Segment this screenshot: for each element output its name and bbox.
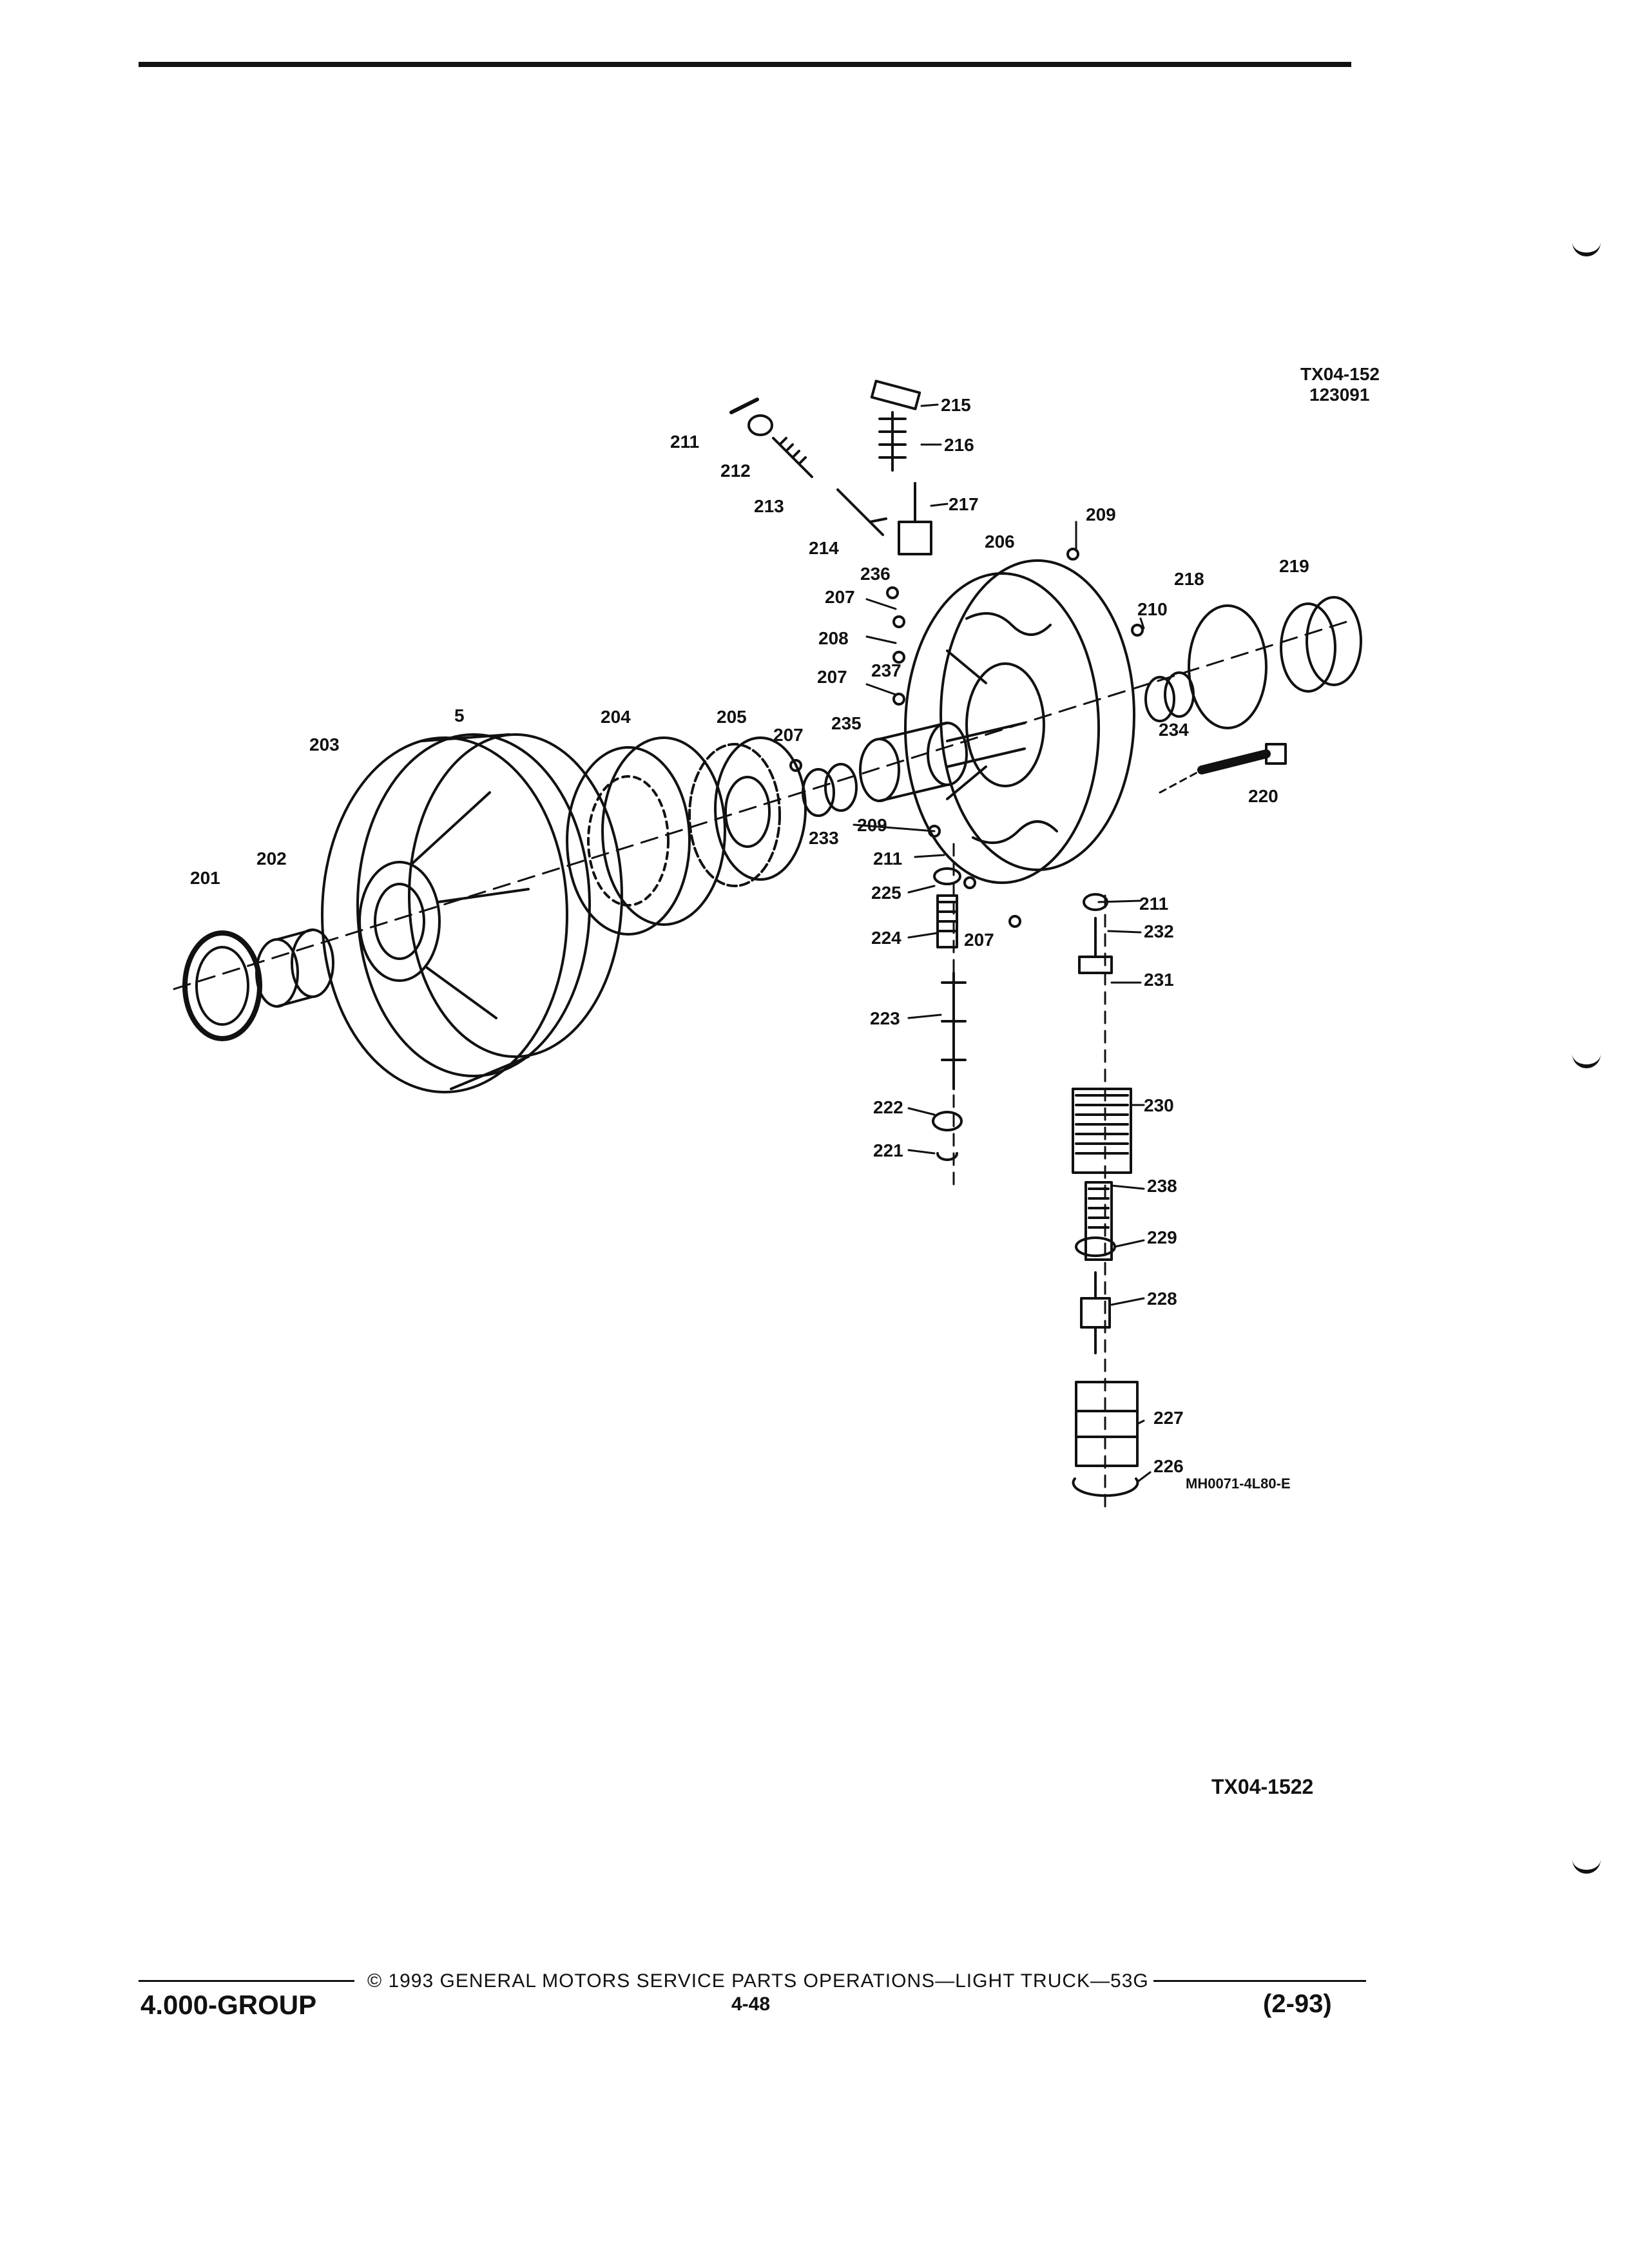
callout-229: 229 [1147,1227,1177,1247]
callout-209b: 209 [857,815,887,835]
callout-230: 230 [1144,1095,1174,1115]
part-205-inner-gear [688,736,807,887]
footer-group: 4.000-GROUP [140,1990,317,2020]
part-code: MH0071-4L80-E [1186,1475,1291,1492]
callout-214: 214 [809,538,839,558]
callout-207d: 207 [964,930,994,950]
callout-215: 215 [941,395,971,415]
callout-206: 206 [985,532,1015,552]
callout-202: 202 [256,849,287,869]
callout-234: 234 [1159,720,1189,740]
callout-211c: 211 [1139,894,1168,914]
part-201-seal [182,930,262,1041]
footer-page-number: 4-48 [731,1994,771,2015]
part-203-pump-body [321,733,623,1093]
callout-207c: 207 [773,725,804,745]
binder-mark-middle [1572,1050,1601,1068]
part-204-outer-gear [566,736,726,936]
callout-207a: 207 [825,587,855,607]
part-218-washer [1188,604,1268,729]
callout-237: 237 [871,660,901,680]
callout-207b: 207 [817,667,847,687]
callout-232: 232 [1144,921,1174,941]
callout-210: 210 [1137,599,1168,619]
callout-203: 203 [309,735,340,754]
callout-224: 224 [871,928,901,948]
footer-rule-left [139,1980,354,1982]
part-219-seal-rings [1280,596,1362,693]
footer-rule-right [1153,1980,1366,1982]
binder-mark-top [1572,238,1601,256]
part-233-bushing [802,763,858,817]
callout-223: 223 [870,1008,900,1028]
binder-mark-bottom [1572,1856,1601,1874]
callout-217: 217 [949,494,979,514]
callout-231: 231 [1144,970,1174,990]
bolt-leader [1159,769,1203,794]
part-202-bushing [255,928,334,1008]
upper-valve-train [729,380,932,555]
callout-218: 218 [1174,569,1204,589]
footer-date: (2-93) [1263,1990,1332,2018]
callout-208: 208 [818,628,849,648]
footer-copyright: © 1993 GENERAL MOTORS SERVICE PARTS OPER… [367,1970,1149,1992]
callout-222: 222 [873,1097,903,1117]
callout-236: 236 [860,564,891,584]
callout-205: 205 [717,707,747,727]
leader-lines [853,403,1152,1483]
part-220-bolt [1197,743,1287,774]
lower-left-valve-train [932,867,967,1161]
callout-226: 226 [1153,1456,1184,1476]
figure-label: TX04-1522 [1211,1775,1314,1798]
part-206-pump-cover [904,559,1135,884]
callout-225: 225 [871,883,901,903]
callout-228: 228 [1147,1289,1177,1309]
callout-212: 212 [720,461,751,481]
callout-216: 216 [944,435,974,455]
callout-227: 227 [1153,1408,1184,1428]
callout-233: 233 [809,828,839,848]
callout-221: 221 [873,1140,903,1160]
drawing-id: TX04-152 [1300,364,1380,384]
callout-211b: 211 [873,849,902,869]
callout-201: 201 [190,868,220,888]
check-balls [789,548,1144,928]
callout-213: 213 [754,496,784,516]
callout-204: 204 [601,707,631,727]
drawing-date: 123091 [1309,385,1369,405]
callout-5: 5 [454,706,465,726]
callout-238: 238 [1147,1176,1177,1196]
callout-219: 219 [1279,556,1309,576]
part-235-stator-shaft [859,722,1026,802]
callout-211a: 211 [670,432,699,452]
callout-235: 235 [831,713,862,733]
header-rule [139,62,1351,67]
callout-220: 220 [1248,786,1278,806]
callout-labels: 5 201 202 203 204 205 206 207 207 207 20… [190,395,1309,1476]
callout-209a: 209 [1086,505,1116,524]
part-234-bushing [1144,671,1195,722]
